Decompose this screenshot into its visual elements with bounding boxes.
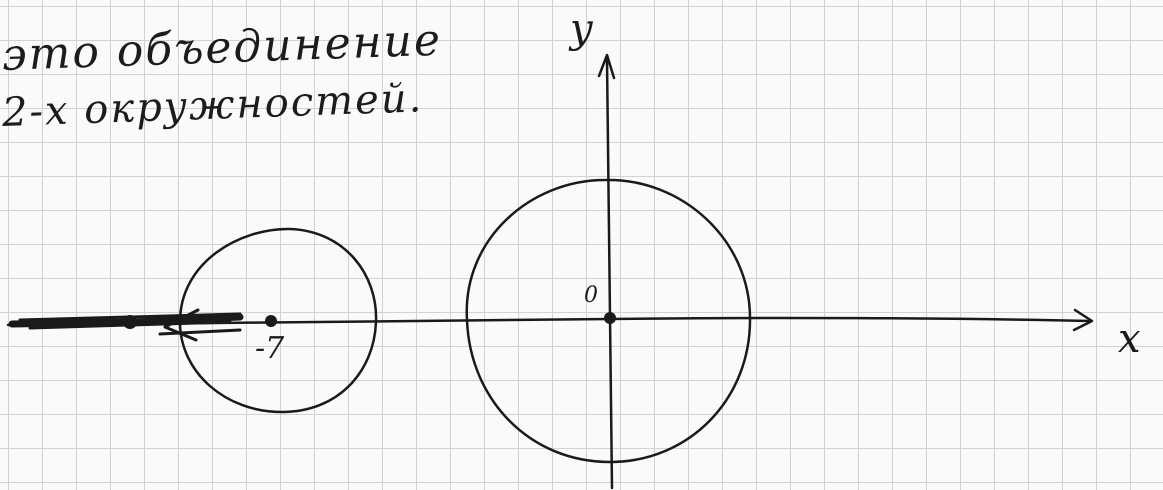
scribbled-arrowhead (163, 308, 200, 342)
point-center-minus-7 (265, 315, 277, 327)
y-axis-label: y (568, 6, 594, 52)
scribbled-ray (8, 313, 244, 328)
left-circle (178, 227, 378, 414)
y-axis-arrowhead (597, 53, 616, 80)
x-axis-arrowhead (1072, 308, 1094, 332)
x-axis-label: x (1118, 316, 1141, 362)
y-axis-line (605, 58, 614, 490)
left-center-label: -7 (255, 331, 285, 366)
origin-label: 0 (584, 283, 598, 308)
point-left-dot (123, 315, 137, 329)
right-circle (465, 178, 752, 464)
point-origin (604, 312, 616, 324)
